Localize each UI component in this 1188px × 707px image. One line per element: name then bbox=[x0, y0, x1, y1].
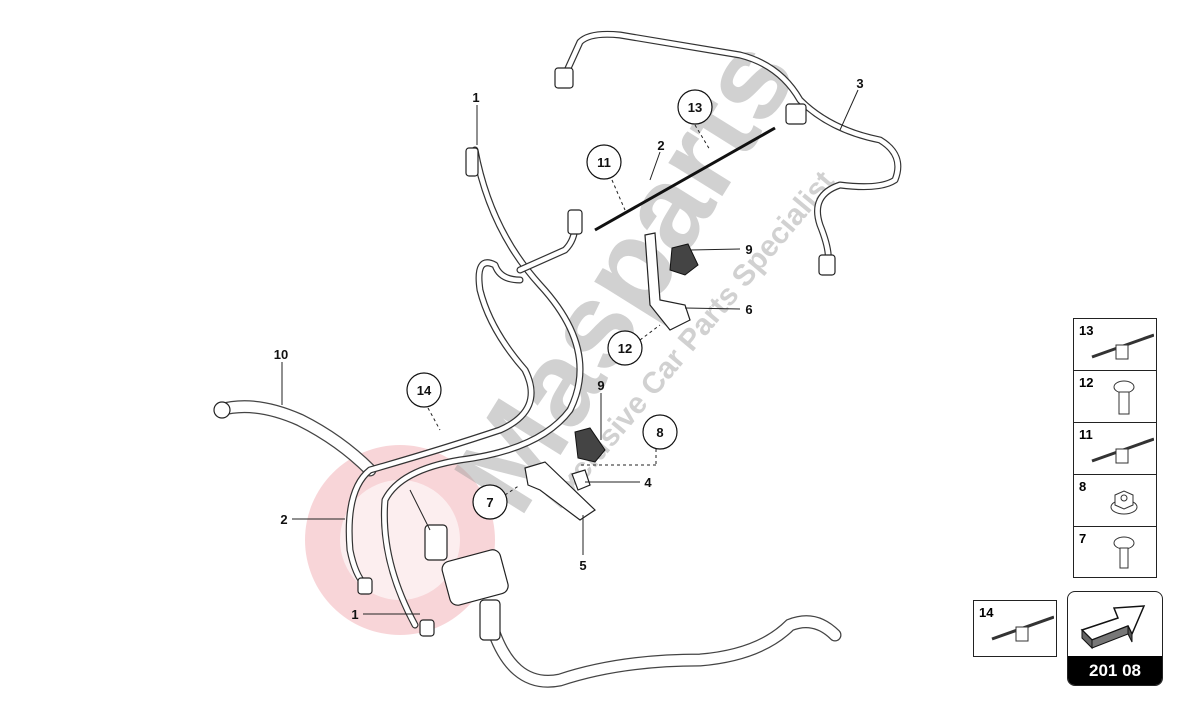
connector-icon bbox=[465, 147, 479, 177]
fastener-number: 13 bbox=[1079, 323, 1094, 338]
screw-icon bbox=[1113, 380, 1135, 415]
pipe-3 bbox=[554, 30, 902, 276]
callout-9-lower: 9 bbox=[597, 378, 604, 393]
page-badge[interactable]: 201 08 bbox=[1067, 591, 1163, 686]
callout-11: 11 bbox=[597, 155, 611, 170]
leader-lines bbox=[281, 89, 859, 615]
callout-14: 14 bbox=[417, 383, 432, 398]
clip-9-lower bbox=[574, 427, 606, 463]
connector-icon bbox=[567, 209, 583, 235]
flange-nut-icon bbox=[1110, 490, 1138, 515]
connector-icon bbox=[818, 254, 836, 276]
connector-icon bbox=[419, 619, 435, 637]
connector-icon bbox=[357, 577, 373, 595]
fastener-12[interactable]: 12 bbox=[1074, 371, 1156, 423]
cable-tie-clip-icon bbox=[1091, 333, 1154, 360]
fastener-number: 7 bbox=[1079, 531, 1087, 546]
valve-assembly bbox=[409, 489, 509, 641]
bracket-5 bbox=[524, 461, 596, 521]
connector-icon bbox=[554, 67, 574, 89]
brackets bbox=[524, 232, 699, 521]
callout-1: 1 bbox=[472, 90, 479, 105]
fastener-7[interactable]: 7 bbox=[1074, 527, 1156, 578]
callout-9: 9 bbox=[745, 242, 752, 257]
callout-8: 8 bbox=[656, 425, 663, 440]
fastener-11[interactable]: 11 bbox=[1074, 423, 1156, 475]
hose-2-rod bbox=[594, 126, 776, 232]
hoses bbox=[345, 126, 776, 637]
pipe-bottom bbox=[483, 613, 842, 688]
screw-icon bbox=[1113, 536, 1135, 569]
callout-1-bottom: 1 bbox=[351, 607, 358, 622]
callout-3: 3 bbox=[856, 76, 863, 91]
callout-5: 5 bbox=[579, 558, 586, 573]
arrow-3d-icon bbox=[1080, 605, 1146, 650]
bracket-6 bbox=[644, 232, 691, 331]
fastener-14-box[interactable]: 14 bbox=[973, 600, 1057, 657]
fastener-13[interactable]: 13 bbox=[1074, 319, 1156, 371]
fastener-number: 11 bbox=[1079, 427, 1093, 442]
clip-4 bbox=[571, 469, 591, 491]
callout-2-left: 2 bbox=[280, 512, 287, 527]
cable-tie-clip-icon bbox=[1091, 437, 1154, 464]
page-code: 201 08 bbox=[1068, 656, 1162, 685]
callout-7: 7 bbox=[486, 495, 493, 510]
fastener-8[interactable]: 8 bbox=[1074, 475, 1156, 527]
clip-9-upper bbox=[669, 243, 699, 276]
connector-icon bbox=[785, 103, 807, 125]
callout-12: 12 bbox=[618, 341, 632, 356]
callout-4: 4 bbox=[644, 475, 652, 490]
callout-6: 6 bbox=[745, 302, 752, 317]
callout-13: 13 bbox=[688, 100, 702, 115]
fastener-number: 12 bbox=[1079, 375, 1094, 390]
cable-tie-clip-icon bbox=[991, 615, 1054, 642]
fastener-number: 14 bbox=[979, 605, 994, 620]
pipe-10 bbox=[213, 400, 377, 477]
fastener-panel: 13 12 11 8 7 bbox=[1073, 318, 1157, 578]
fastener-number: 8 bbox=[1079, 479, 1087, 494]
callout-2: 2 bbox=[657, 138, 664, 153]
callouts: 1 13 2 11 3 9 6 12 10 14 9 8 4 7 2 5 1 bbox=[274, 76, 864, 622]
callout-10: 10 bbox=[274, 347, 288, 362]
